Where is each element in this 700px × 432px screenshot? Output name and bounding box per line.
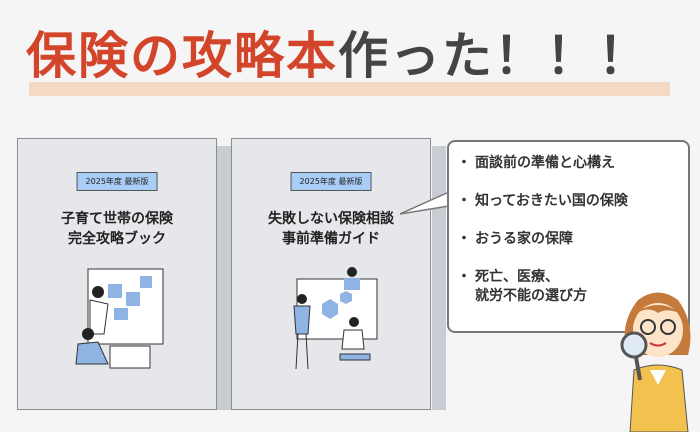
book-cover-1: 2025年度 最新版 子育て世帯の保険完全攻略ブック (17, 138, 217, 410)
people-puzzle-illustration (75, 268, 164, 369)
headline: 保険の攻略本作った！！！ (26, 26, 650, 86)
edition-badge: 2025年度 最新版 (290, 172, 372, 191)
bubble-tail (400, 190, 450, 215)
bubble-item: おうる家の保障 (457, 230, 676, 249)
book-title-line: 完全攻略ブック (68, 231, 166, 247)
headline-highlight-bar (29, 82, 670, 96)
book-title-line: 失敗しない保険相談 (268, 211, 394, 227)
bubble-item: 面談前の準備と心構え (457, 154, 676, 173)
book-title-line: 事前準備ガイド (282, 231, 380, 247)
headline-highlight: 保険の攻略本 (26, 27, 338, 85)
edition-badge: 2025年度 最新版 (76, 172, 158, 191)
bubble-item: 知っておきたい国の保険 (457, 192, 676, 211)
book-spine (217, 146, 231, 410)
book-spine (432, 146, 446, 410)
book-title: 子育て世帯の保険完全攻略ブック (18, 209, 216, 249)
headline-rest: 作った！！！ (338, 27, 650, 85)
book-title: 失敗しない保険相談事前準備ガイド (232, 209, 430, 249)
bubble-item: 死亡、医療、 就労不能の選び方 (457, 268, 676, 306)
girl-with-magnifier-illustration (620, 292, 691, 432)
book-cover-2: 2025年度 最新版 失敗しない保険相談事前準備ガイド (231, 138, 431, 410)
team-collaboration-illustration (293, 267, 378, 370)
book-title-line: 子育て世帯の保険 (61, 211, 173, 227)
